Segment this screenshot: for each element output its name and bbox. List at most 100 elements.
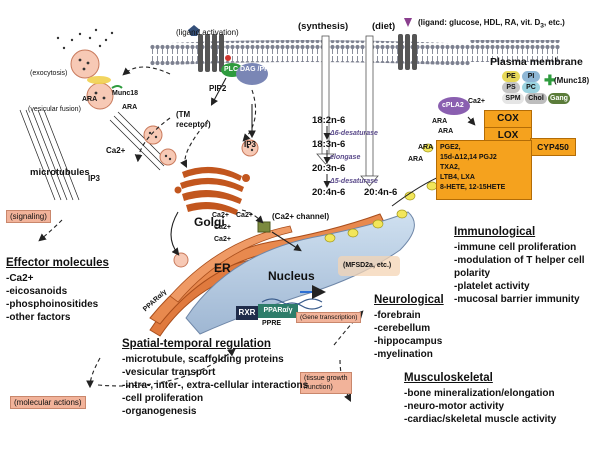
pathway-step-3: 20:3n-6 (312, 163, 346, 174)
direct-arrows (170, 77, 476, 256)
pc-pill: PC (522, 82, 540, 93)
spatial-item: -vesicular transport (122, 367, 216, 378)
immunological-item: -mucosal barrier immunity (454, 294, 580, 305)
secreted-dots (56, 28, 114, 50)
ca2-enzyme-label: Ca2+ (468, 98, 485, 105)
pathway-step-4: 20:4n-6 (312, 187, 346, 198)
er-label: ER (214, 261, 231, 275)
pathway-step-1: 18:2n-6 (312, 115, 346, 126)
chol-pill: Chol (525, 93, 547, 104)
product-5: 8-HETE, 12-15HETE (440, 184, 506, 191)
transport-vesicles (143, 125, 259, 268)
rxr-box: RXR (236, 306, 258, 320)
ligand-receptor-icon (398, 18, 417, 70)
neurological-item: -hippocampus (374, 336, 443, 347)
cyp450-enzyme: CYP450 (530, 138, 576, 156)
golgi-label: Golgi (194, 215, 225, 229)
ligand-list-label: (ligand: glucose, HDL, RA, vit. D3, etc.… (418, 18, 565, 30)
plc-pip2-cluster (221, 55, 268, 85)
ppre-label: PPRE (262, 320, 282, 327)
munc18-legend-label: (Munc18) (554, 76, 590, 85)
ara-enzyme-label-2: ARA (438, 128, 454, 135)
ip3-label-center: IP3 (244, 140, 257, 149)
immunological-title: Immunological (454, 226, 536, 238)
munc18-plus-icon: ✚ (544, 72, 556, 88)
immunological-item: -platelet activity (454, 281, 530, 292)
ara-enzyme-label-4: ARA (408, 156, 424, 163)
tm-receptor-icon (188, 25, 224, 72)
vesicular-fusion-label: (vesicular fusion) (28, 106, 81, 113)
musculoskeletal-item: -bone mineralization/elongation (404, 388, 555, 399)
immunological-item: -modulation of T helper cell (454, 255, 585, 266)
effector-item: -phosphoinositides (6, 299, 99, 310)
effector-title: Effector molecules (6, 257, 109, 269)
exocytosis-vesicle (70, 49, 123, 110)
ara-beads (404, 143, 438, 201)
pathway-step-2: 18:3n-6 (312, 139, 346, 150)
ara-enzyme-label: ARA (432, 118, 448, 125)
pip2-label: PIP2 (209, 84, 227, 93)
diet-product-label: 20:4n-6 (364, 187, 398, 198)
signaling-flow-arrows (38, 66, 364, 402)
diet-arrow (360, 35, 379, 187)
pathway-enzyme-1: Δ6-desaturase (330, 130, 378, 137)
spatial-title: Spatial-temporal regulation (122, 338, 271, 350)
plasma-membrane-label: Plasma membrane (490, 56, 583, 68)
spatial-item: -intra-, inter-, extra-cellular interact… (122, 380, 309, 391)
product-1: PGE2, (440, 144, 461, 151)
ara-enzyme-label-3: ARA (418, 144, 434, 151)
pe-pill: PE (502, 71, 520, 82)
microtubules-label: microtubules (30, 167, 90, 178)
immunological-list: -immune cell proliferation -modulation o… (454, 241, 585, 306)
effector-item: -eicosanoids (6, 286, 68, 297)
tissue-growth-line1: (tissue growth (304, 375, 348, 382)
ca-label-2: Ca2+ (236, 212, 253, 219)
nucleus-label: Nucleus (268, 269, 315, 283)
effector-item: -Ca2+ (6, 273, 34, 284)
musculoskeletal-item: -neuro-motor activity (404, 401, 505, 412)
tissue-growth-line2: /function) (304, 384, 333, 391)
neurological-title: Neurological (374, 294, 444, 306)
musculoskeletal-list: -bone mineralization/elongation -neuro-m… (404, 387, 556, 426)
musculoskeletal-title: Musculoskeletal (404, 372, 493, 384)
cpla2-label: cPLA2 (442, 102, 464, 109)
golgi-apparatus (174, 166, 250, 215)
gang-pill: Gang (548, 93, 570, 104)
tm-receptor-label-2: receptor) (176, 120, 211, 129)
musculoskeletal-item: -cardiac/skeletal muscle activity (404, 414, 557, 425)
molecular-actions-box: (molecular actions) (10, 396, 86, 410)
plc-label: PLC (224, 66, 238, 73)
pathway-enzyme-2: elongase (330, 154, 361, 161)
mfsd2a-glow (338, 256, 400, 276)
synthesis-label: (synthesis) (298, 21, 349, 32)
ca-channel-icon (257, 221, 271, 233)
munc18-label-left: Munc18 (112, 90, 139, 97)
product-4: LTB4, LXA (440, 174, 475, 181)
eicosanoid-products-box: PGE2, 15d-Δ12,14 PGJ2 TXA2, LTB4, LXA 8-… (436, 140, 532, 200)
exocytosis-label: (exocytosis) (30, 70, 68, 77)
ca-label-4: Ca2+ (214, 236, 231, 243)
spatial-item: -microtubule, scaffolding proteins (122, 354, 284, 365)
neurological-item: -forebrain (374, 310, 421, 321)
spatial-item: -organogenesis (122, 406, 197, 417)
product-2: 15d-Δ12,14 PGJ2 (440, 154, 497, 161)
product-3: TXA2, (440, 164, 460, 171)
gene-transcription-box: (Gene transcription) (296, 312, 362, 324)
ara-label-left2: ARA (122, 104, 138, 111)
neurological-item: -cerebellum (374, 323, 431, 334)
tm-receptor-label: (TM (176, 110, 191, 119)
ara-label-left: ARA (82, 96, 98, 103)
tissue-growth-box: (tissue growth /function) (300, 372, 352, 394)
ca2-label-left: Ca2+ (106, 146, 126, 155)
neurological-item: -myelination (374, 349, 433, 360)
ca-label-3: Ca2+ (214, 224, 231, 231)
ca-channel-label: (Ca2+ channel) (272, 212, 330, 221)
signaling-box: (signaling) (6, 210, 51, 224)
pathway-enzyme-3: Δ5-desaturase (330, 178, 378, 185)
ip3-label-left: IP3 (88, 174, 101, 183)
microtubules-icon (19, 109, 169, 201)
cox-enzyme: COX (484, 110, 532, 128)
immunological-item: polarity (454, 268, 491, 279)
cpla2-enzyme (438, 97, 470, 115)
